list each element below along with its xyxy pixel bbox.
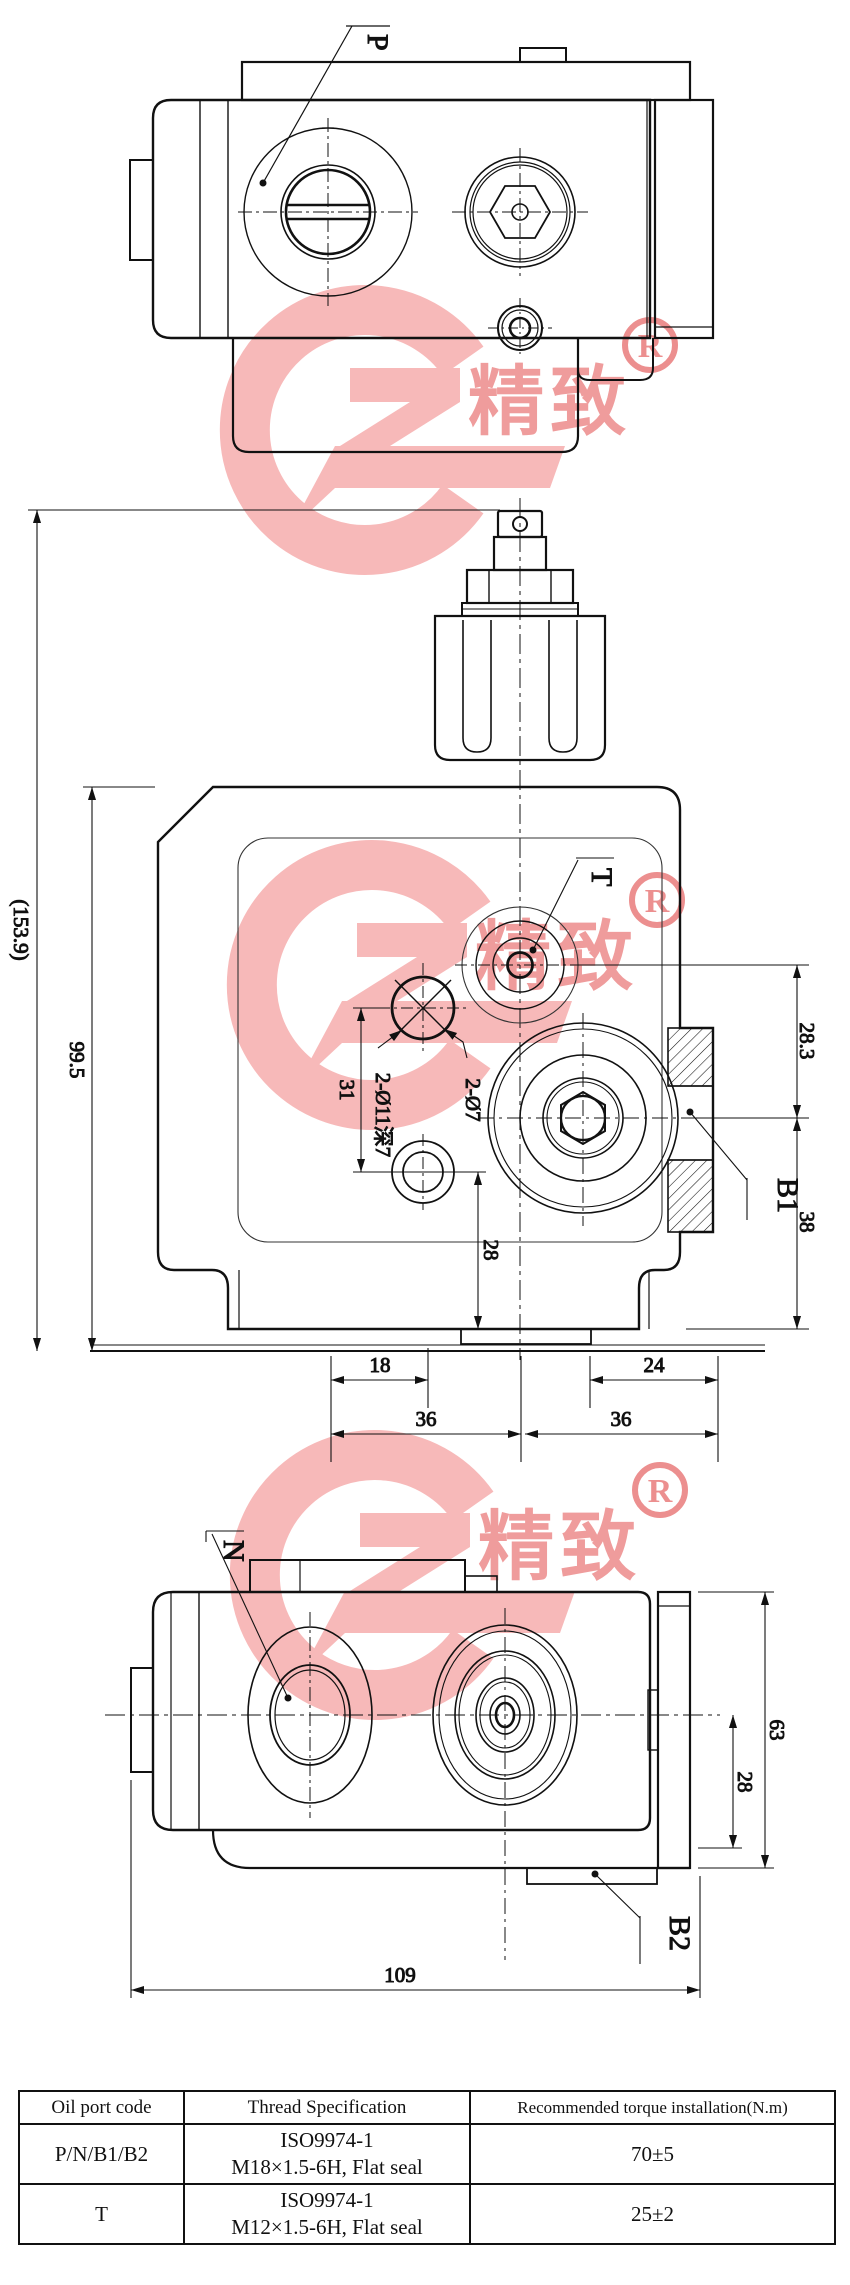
b1-port xyxy=(478,1013,700,1226)
cell-thread-spec: ISO9974-1 M12×1.5-6H, Flat seal xyxy=(183,2183,471,2245)
spec-table: Oil port code Thread Specification Recom… xyxy=(18,2090,836,2245)
dim-t-to-b1: 28.3 xyxy=(795,1023,819,1060)
dim-right-half: 36 xyxy=(611,1407,632,1431)
header-oil-port-code: Oil port code xyxy=(18,2090,185,2125)
b1-section-boss xyxy=(667,1027,714,1233)
front-view: (153.9) 99.5 28.3 38 31 28 2-Ø7 2-Ø11深7 … xyxy=(9,498,820,1462)
drawing-canvas: 精致 R 精致 R 精致 R xyxy=(9,25,820,1998)
watermark-logo-bottom: 精致 R xyxy=(229,1430,688,1720)
dim-foot-right: 24 xyxy=(644,1353,666,1377)
dim-foot-left: 18 xyxy=(370,1353,391,1377)
spec-thread: M12×1.5-6H, Flat seal xyxy=(231,2215,423,2239)
dim-b1-to-bottom: 38 xyxy=(795,1212,819,1233)
watermark-text: 精致 xyxy=(468,361,632,445)
watermark-text: 精致 xyxy=(478,1506,642,1590)
mounting-hole-upper xyxy=(378,963,468,1053)
adjustment-screw xyxy=(433,498,607,1360)
watermark-logo-middle: 精致 R xyxy=(226,840,685,1130)
p-label-leader xyxy=(259,25,390,187)
dim-body-height: 99.5 xyxy=(65,1042,89,1079)
dim-overall-width: 109 xyxy=(384,1963,416,1987)
port-label-p: P xyxy=(361,34,394,51)
dim-overall-height: (153.9) xyxy=(9,899,33,960)
bottom-view: N B2 63 28 109 xyxy=(105,1530,790,1998)
dim-bottom-center-offset: 28 xyxy=(733,1772,757,1793)
spec-standard: ISO9974-1 xyxy=(280,2128,374,2152)
dim-hole-span: 31 xyxy=(335,1080,359,1101)
spec-thread: M18×1.5-6H, Flat seal xyxy=(231,2155,423,2179)
bottom-dimensions xyxy=(130,1530,774,1998)
dim-hole-to-bottom: 28 xyxy=(479,1240,503,1261)
watermark-logo-top: 精致 R xyxy=(219,285,678,575)
bore-end-cap xyxy=(432,1608,578,1960)
header-thread-spec: Thread Specification xyxy=(183,2090,471,2125)
header-torque: Recommended torque installation(N.m) xyxy=(469,2090,836,2125)
port-label-n: N xyxy=(217,1540,250,1562)
cell-port-group: T xyxy=(18,2183,185,2245)
top-view: P xyxy=(129,25,715,454)
table-row: T ISO9974-1 M12×1.5-6H, Flat seal 25±2 xyxy=(18,2183,836,2245)
cell-torque: 25±2 xyxy=(469,2183,836,2245)
spec-standard: ISO9974-1 xyxy=(280,2188,374,2212)
port-label-b1: B1 xyxy=(771,1178,804,1213)
dim-bottom-view-height: 63 xyxy=(765,1720,789,1741)
registered-icon: R xyxy=(648,1473,673,1510)
label-small-holes: 2-Ø7 xyxy=(461,1078,485,1121)
port-label-t: T xyxy=(585,868,618,886)
dim-left-half: 36 xyxy=(416,1407,437,1431)
watermark-text: 精致 xyxy=(475,916,639,1000)
cell-port-group: P/N/B1/B2 xyxy=(18,2123,185,2185)
cell-thread-spec: ISO9974-1 M18×1.5-6H, Flat seal xyxy=(183,2123,471,2185)
cell-torque: 70±5 xyxy=(469,2123,836,2185)
p-port-plug xyxy=(238,118,418,306)
spec-table-header-row: Oil port code Thread Specification Recom… xyxy=(18,2090,836,2125)
hex-plug xyxy=(452,148,588,276)
label-counterbore-holes: 2-Ø11深7 xyxy=(371,1073,395,1157)
registered-icon: R xyxy=(645,883,670,920)
port-label-b2: B2 xyxy=(663,1916,696,1951)
front-dimensions xyxy=(28,509,809,1462)
table-row: P/N/B1/B2 ISO9974-1 M18×1.5-6H, Flat sea… xyxy=(18,2123,836,2185)
small-port xyxy=(488,298,552,358)
